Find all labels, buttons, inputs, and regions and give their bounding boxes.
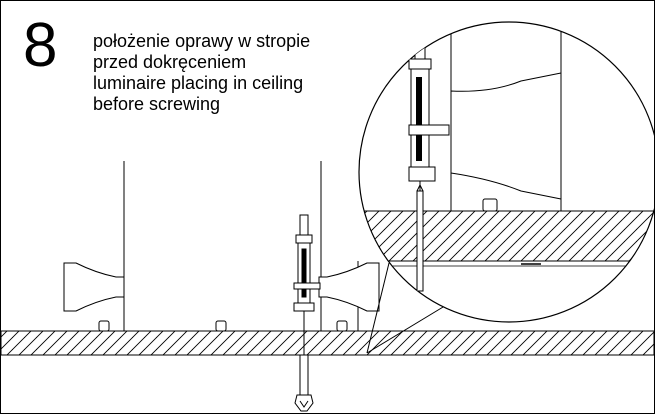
right-reflector [318, 262, 380, 312]
screwdriver-icon [294, 331, 314, 412]
caption-line-en-1: luminaire placing in ceiling [93, 73, 304, 93]
detail-magnifier [358, 21, 654, 323]
luminaire-body [123, 161, 359, 331]
slab-studs [98, 320, 348, 332]
step-caption: położenie oprawy w stropie przed dokręce… [93, 31, 310, 115]
spring-clip-assembly [293, 214, 321, 331]
ceiling-slab [1, 330, 654, 356]
caption-line-pl-1: położenie oprawy w stropie [93, 31, 311, 51]
detail-pointer [366, 262, 454, 354]
caption-line-pl-2: przed dokręceniem [93, 52, 247, 72]
left-reflector [63, 262, 125, 312]
caption-line-en-2: before screwing [93, 94, 221, 114]
step-number: 8 [23, 11, 58, 80]
